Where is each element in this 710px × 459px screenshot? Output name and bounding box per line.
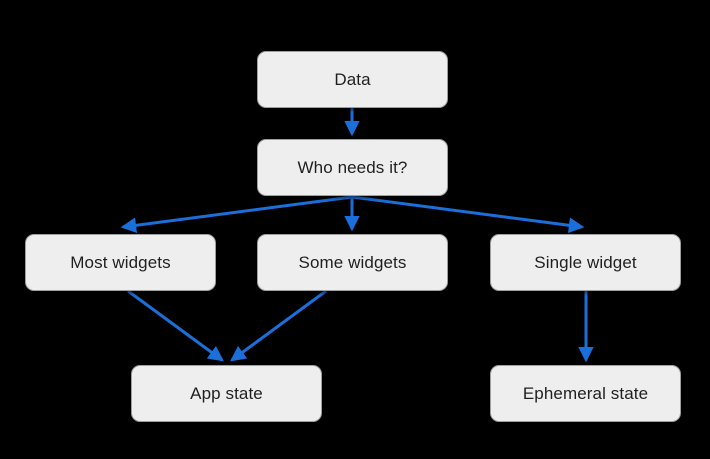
node-who-needs-it-label: Who needs it? [297,158,408,177]
node-ephemeral-state[interactable]: Ephemeral state [490,365,681,422]
node-data[interactable]: Data [257,51,448,108]
node-ephemeral-state-label: Ephemeral state [522,384,649,403]
node-most-widgets-label: Most widgets [70,253,171,272]
edge-who-needs-it-to-single-widget [351,195,585,234]
node-who-needs-it[interactable]: Who needs it? [257,139,448,196]
node-some-widgets-label: Some widgets [298,253,407,272]
node-data-label: Data [334,70,371,89]
edge-most-widgets-to-app-state [127,289,224,362]
edge-who-needs-it-to-most-widgets [120,195,353,234]
node-single-widget[interactable]: Single widget [490,234,681,291]
edge-some-widgets-to-app-state [230,289,327,362]
node-most-widgets[interactable]: Most widgets [25,234,216,291]
node-some-widgets[interactable]: Some widgets [257,234,448,291]
node-app-state-label: App state [190,384,263,403]
node-app-state[interactable]: App state [131,365,322,422]
node-single-widget-label: Single widget [534,253,637,272]
